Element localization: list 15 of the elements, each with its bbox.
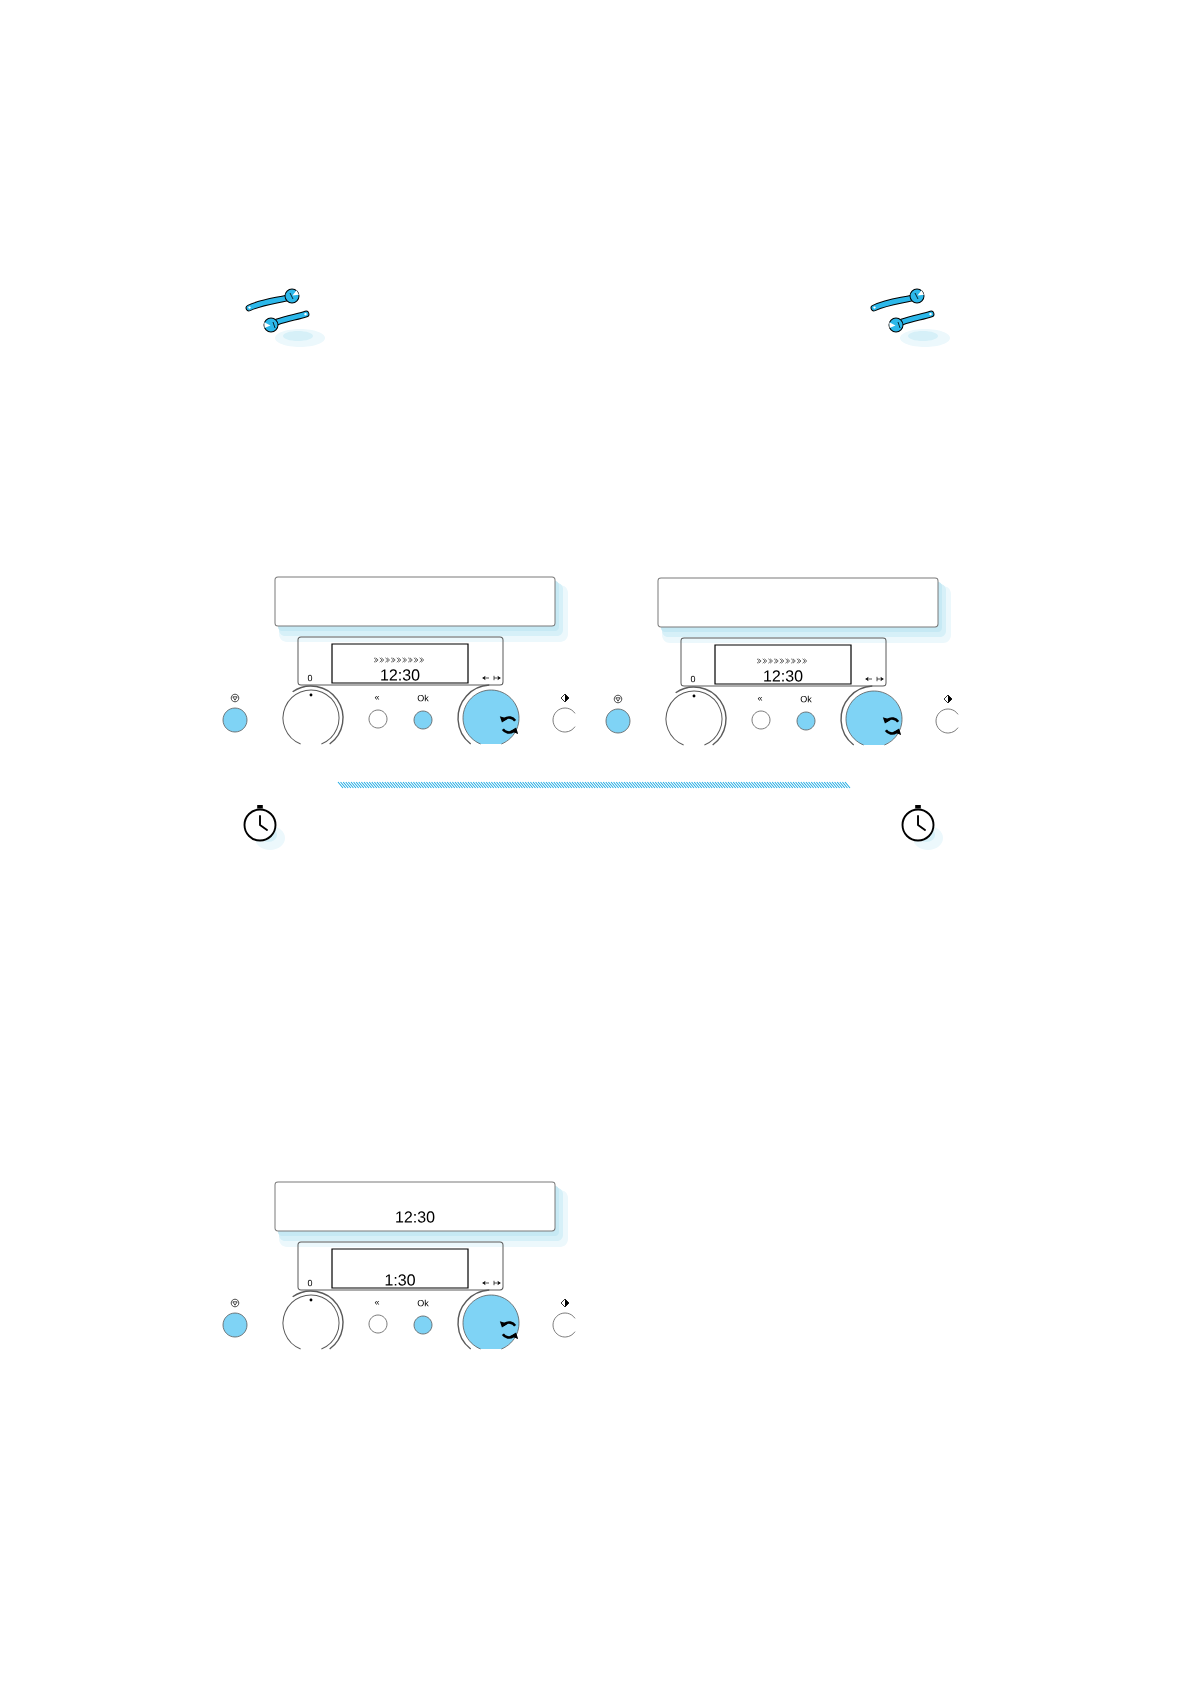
button-label: Ok [800, 695, 812, 703]
button-label: « [374, 1300, 380, 1305]
button-label: « [374, 695, 380, 700]
text-display: 12:30 [274, 1181, 568, 1247]
lcd-window: 12:30 [331, 643, 469, 684]
button-label: Ok [417, 694, 429, 702]
text-display [657, 577, 951, 643]
knob-label: 0 [690, 675, 696, 683]
lcd-window: 12:30 [714, 644, 852, 685]
button-label: « [757, 696, 763, 701]
lcd-window: 1:30 [331, 1248, 469, 1289]
text-display [274, 576, 568, 642]
knob-label: 0 [307, 674, 313, 682]
knob-label: 0 [307, 1279, 313, 1287]
button-label: Ok [417, 1299, 429, 1307]
